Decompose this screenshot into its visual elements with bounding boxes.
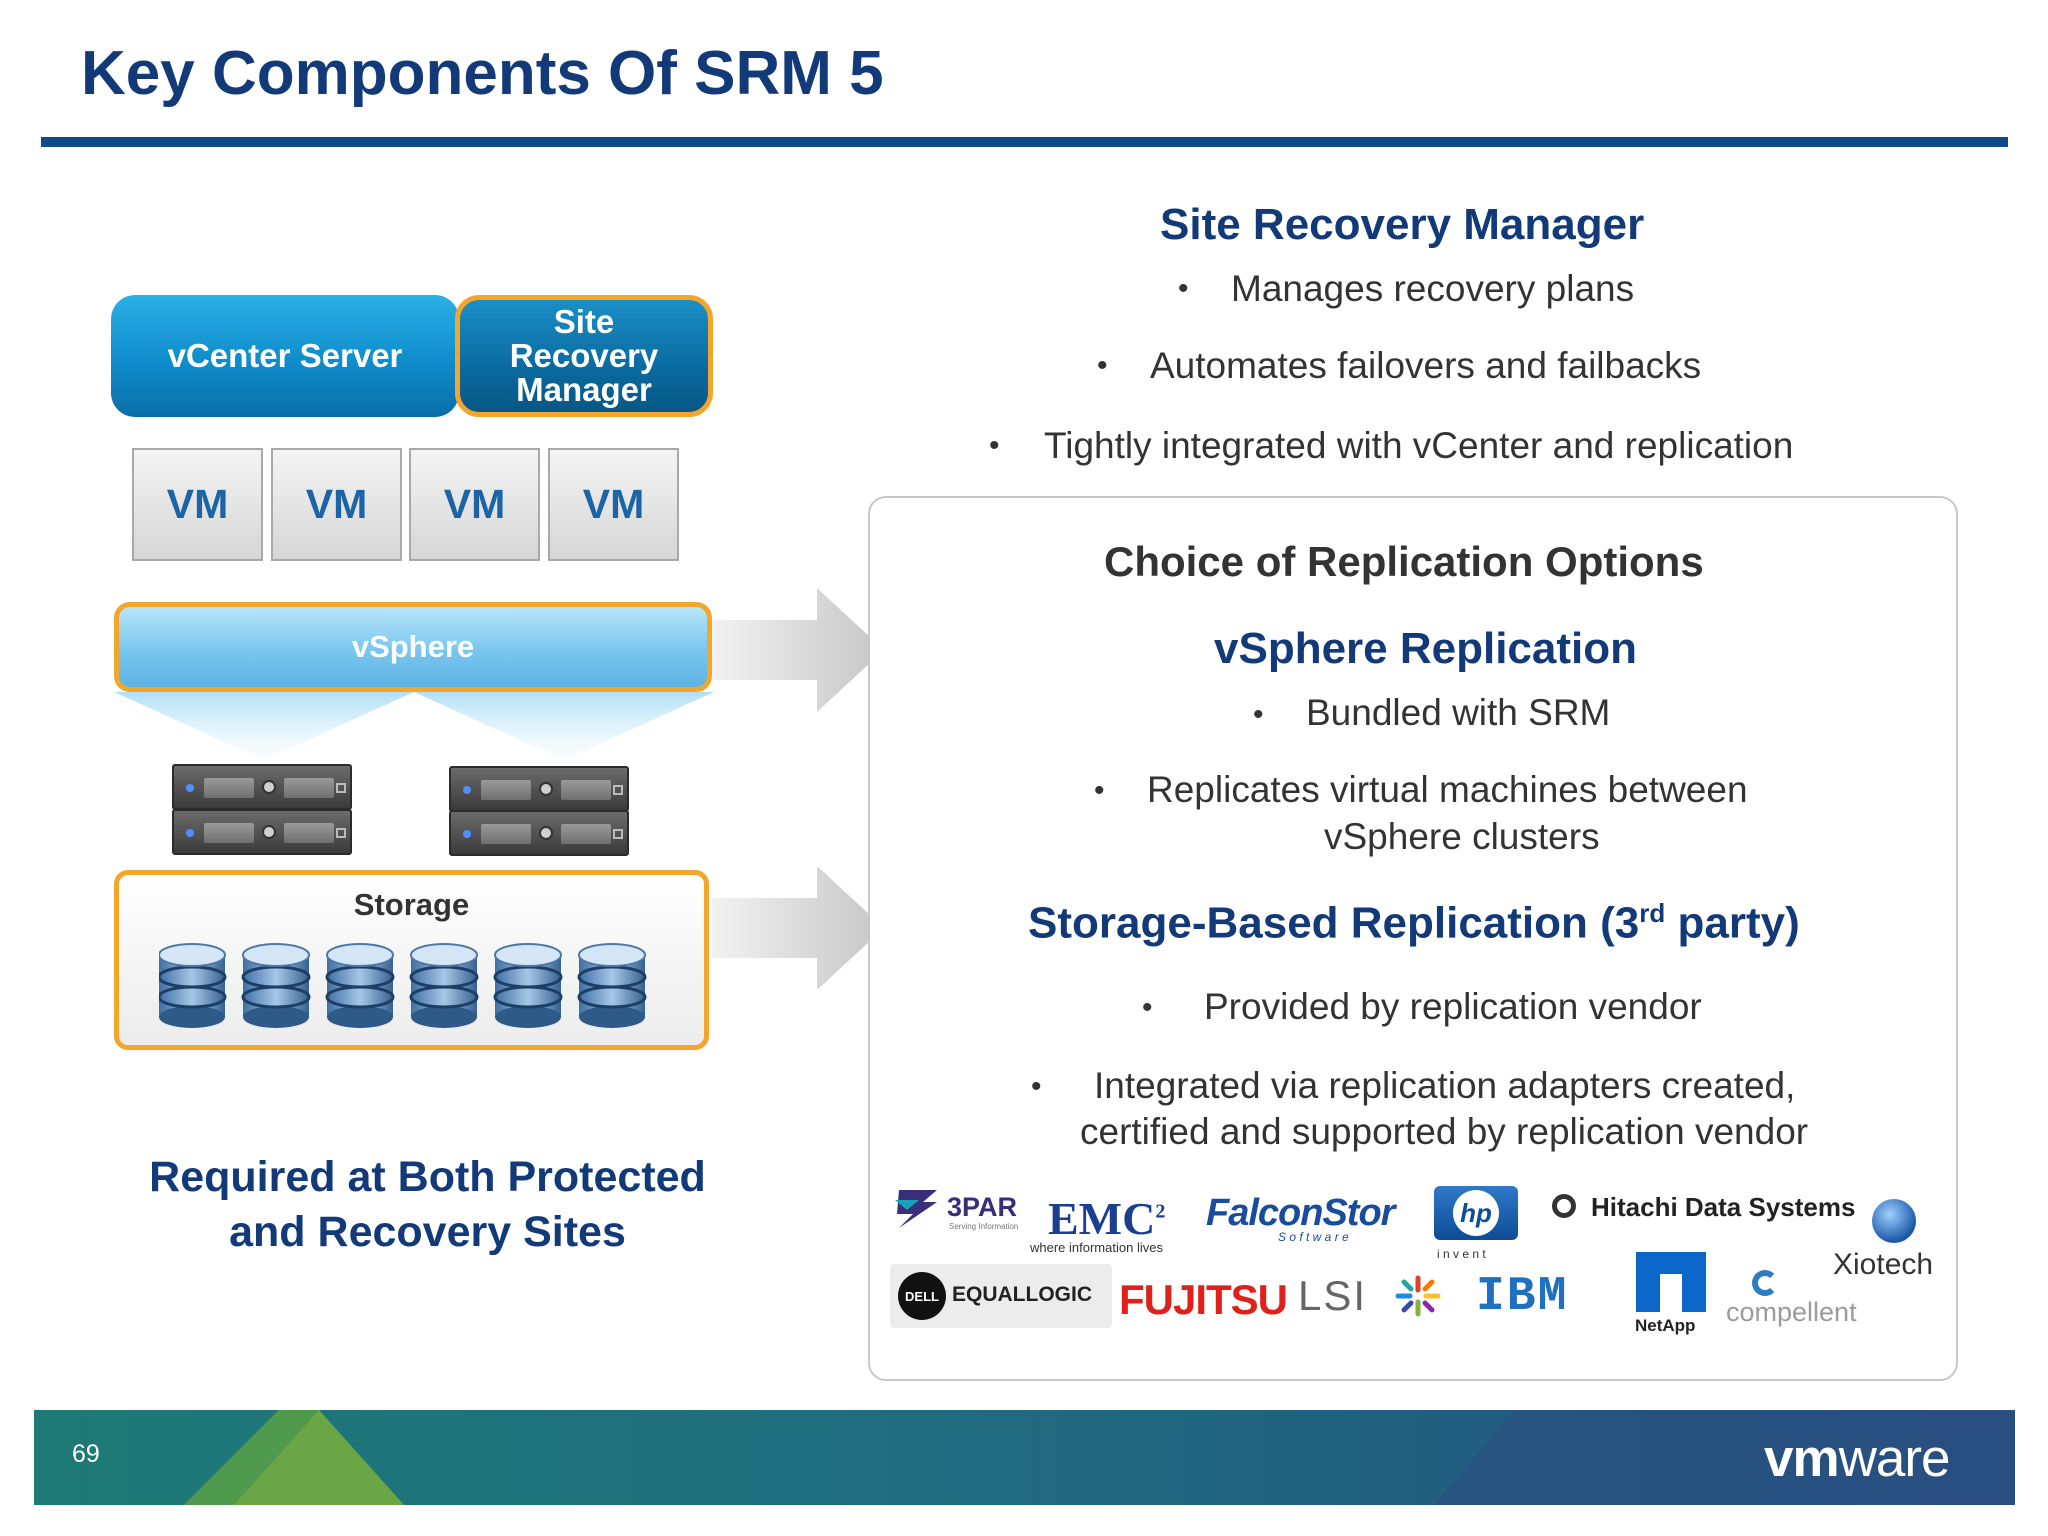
equallogic-logo-text: EQUALLOGIC <box>952 1283 1092 1306</box>
storage-replication-heading: Storage-Based Replication (3rd party) <box>1028 898 1800 949</box>
arrow-right-icon <box>712 588 884 712</box>
replication-options-panel <box>868 496 1958 1381</box>
dell-equallogic-logo: DELL EQUALLOGIC <box>890 1264 1112 1328</box>
bullet-dot: • <box>1031 1070 1042 1103</box>
falconstor-logo-subtext: S o f t w a r e <box>1278 1230 1349 1244</box>
vmware-logo-light: ware <box>1838 1429 1951 1488</box>
hp-logo-subtext: i n v e n t <box>1437 1247 1486 1261</box>
disk-stack-group <box>159 943 647 1028</box>
3par-logo-subtext: Serving Information <box>949 1222 1019 1231</box>
sbr-bullet-2-line-1: Integrated via replication adapters crea… <box>1094 1065 1796 1106</box>
netapp-logo-icon <box>1636 1252 1706 1312</box>
page-number: 69 <box>72 1440 100 1468</box>
slide-title: Key Components Of SRM 5 <box>81 39 884 108</box>
srm-label-line-3: Manager <box>516 371 652 408</box>
sbr-bullet-2-line-2: certified and supported by replication v… <box>1080 1111 1809 1152</box>
database-icon <box>409 943 479 1028</box>
arrow-right-icon <box>712 866 884 990</box>
vsr-bullet-1: Bundled with SRM <box>1306 692 1611 733</box>
database-icon <box>325 943 395 1028</box>
vsr-bullet-2-line-1: Replicates virtual machines between <box>1147 769 1748 810</box>
hitachi-logo-text: Hitachi Data Systems <box>1591 1192 1856 1222</box>
srm-heading: Site Recovery Manager <box>1160 200 1645 249</box>
srm-bullet-3: Tightly integrated with vCenter and repl… <box>1044 425 1794 466</box>
storage-replication-heading-main: Storage-Based Replication (3 <box>1028 898 1640 948</box>
xiotech-logo-icon <box>1872 1199 1916 1243</box>
xiotech-logo-text: Xiotech <box>1833 1248 1934 1281</box>
storage-replication-heading-end: party) <box>1665 898 1800 948</box>
emc-logo-text: EMC2 <box>1048 1192 1165 1245</box>
srm-label-line-1: Site <box>553 303 615 340</box>
dell-logo-icon: DELL <box>898 1272 946 1320</box>
emc-logo-main: EMC <box>1048 1193 1156 1244</box>
server-unit <box>449 766 629 812</box>
hp-logo-icon: hp <box>1434 1186 1518 1240</box>
database-icon <box>241 943 311 1028</box>
srm-label-line-2: Recovery <box>509 337 659 374</box>
compellent-logo-text: compellent <box>1726 1297 1857 1327</box>
srm-bullet-2: Automates failovers and failbacks <box>1150 345 1702 386</box>
lsi-logo-icon <box>1395 1275 1441 1317</box>
fujitsu-logo-text: FUJITSU <box>1119 1276 1288 1323</box>
vsphere-beams <box>114 692 714 760</box>
server-unit <box>449 810 629 856</box>
replication-options-heading: Choice of Replication Options <box>1104 538 1704 585</box>
ibm-logo-text: IBM <box>1476 1270 1569 1324</box>
emc-logo-sup: 2 <box>1155 1200 1166 1223</box>
vm-label: VM <box>443 481 506 527</box>
hp-logo-text: hp <box>1453 1190 1499 1236</box>
srm-bullet-1: Manages recovery plans <box>1231 268 1635 309</box>
bullet-dot: • <box>1097 349 1108 382</box>
vm-label: VM <box>582 481 645 527</box>
vm-box: VM <box>409 448 540 561</box>
footer-decoration <box>184 1410 2015 1505</box>
bullet-dot: • <box>1178 272 1189 305</box>
required-note: Required at Both Protected and Recovery … <box>100 1150 755 1260</box>
required-line-2: and Recovery Sites <box>229 1208 626 1256</box>
vsphere-bar: vSphere <box>114 602 712 692</box>
3par-logo-text: 3PAR <box>947 1192 1018 1222</box>
vsphere-label: vSphere <box>351 629 475 664</box>
sbr-bullet-1: Provided by replication vendor <box>1204 986 1702 1027</box>
vsphere-replication-heading: vSphere Replication <box>1214 624 1638 673</box>
vcenter-server-label: vCenter Server <box>167 337 403 374</box>
storage-box: Storage <box>114 870 709 1050</box>
footer-bar: 69 vmware <box>34 1410 2015 1505</box>
database-icon <box>577 943 647 1028</box>
vcenter-server-box: vCenter Server <box>111 295 459 417</box>
vsr-bullet-2-line-2: vSphere clusters <box>1324 816 1600 857</box>
storage-replication-heading-sup: rd <box>1639 898 1666 928</box>
database-icon <box>493 943 563 1028</box>
database-icon <box>159 943 227 1028</box>
bullet-dot: • <box>1094 774 1105 807</box>
bullet-dot: • <box>989 429 1000 462</box>
server-unit <box>172 764 352 810</box>
vm-box: VM <box>132 448 263 561</box>
falconstor-logo-text: FalconStor <box>1206 1192 1395 1234</box>
compellent-logo-icon <box>1752 1270 1778 1296</box>
vm-label: VM <box>305 481 368 527</box>
vmware-logo-bold: vm <box>1764 1429 1840 1488</box>
emc-logo-subtext: where information lives <box>1030 1240 1163 1255</box>
hitachi-logo-icon <box>1552 1194 1576 1218</box>
srm-box: Site Recovery Manager <box>455 295 713 417</box>
required-line-1: Required at Both Protected <box>149 1153 706 1201</box>
vmware-logo: vmware <box>1764 1428 1950 1489</box>
lsi-logo-text: LSI <box>1298 1272 1368 1319</box>
bullet-dot: • <box>1142 991 1153 1024</box>
bullet-dot: • <box>1253 698 1264 731</box>
title-rule <box>41 137 2008 147</box>
netapp-logo-text: NetApp <box>1635 1316 1696 1335</box>
3par-logo-icon <box>895 1190 937 1228</box>
server-unit <box>172 809 352 855</box>
vm-label: VM <box>166 481 229 527</box>
vm-box: VM <box>271 448 402 561</box>
vm-box: VM <box>548 448 679 561</box>
storage-label: Storage <box>353 887 470 922</box>
